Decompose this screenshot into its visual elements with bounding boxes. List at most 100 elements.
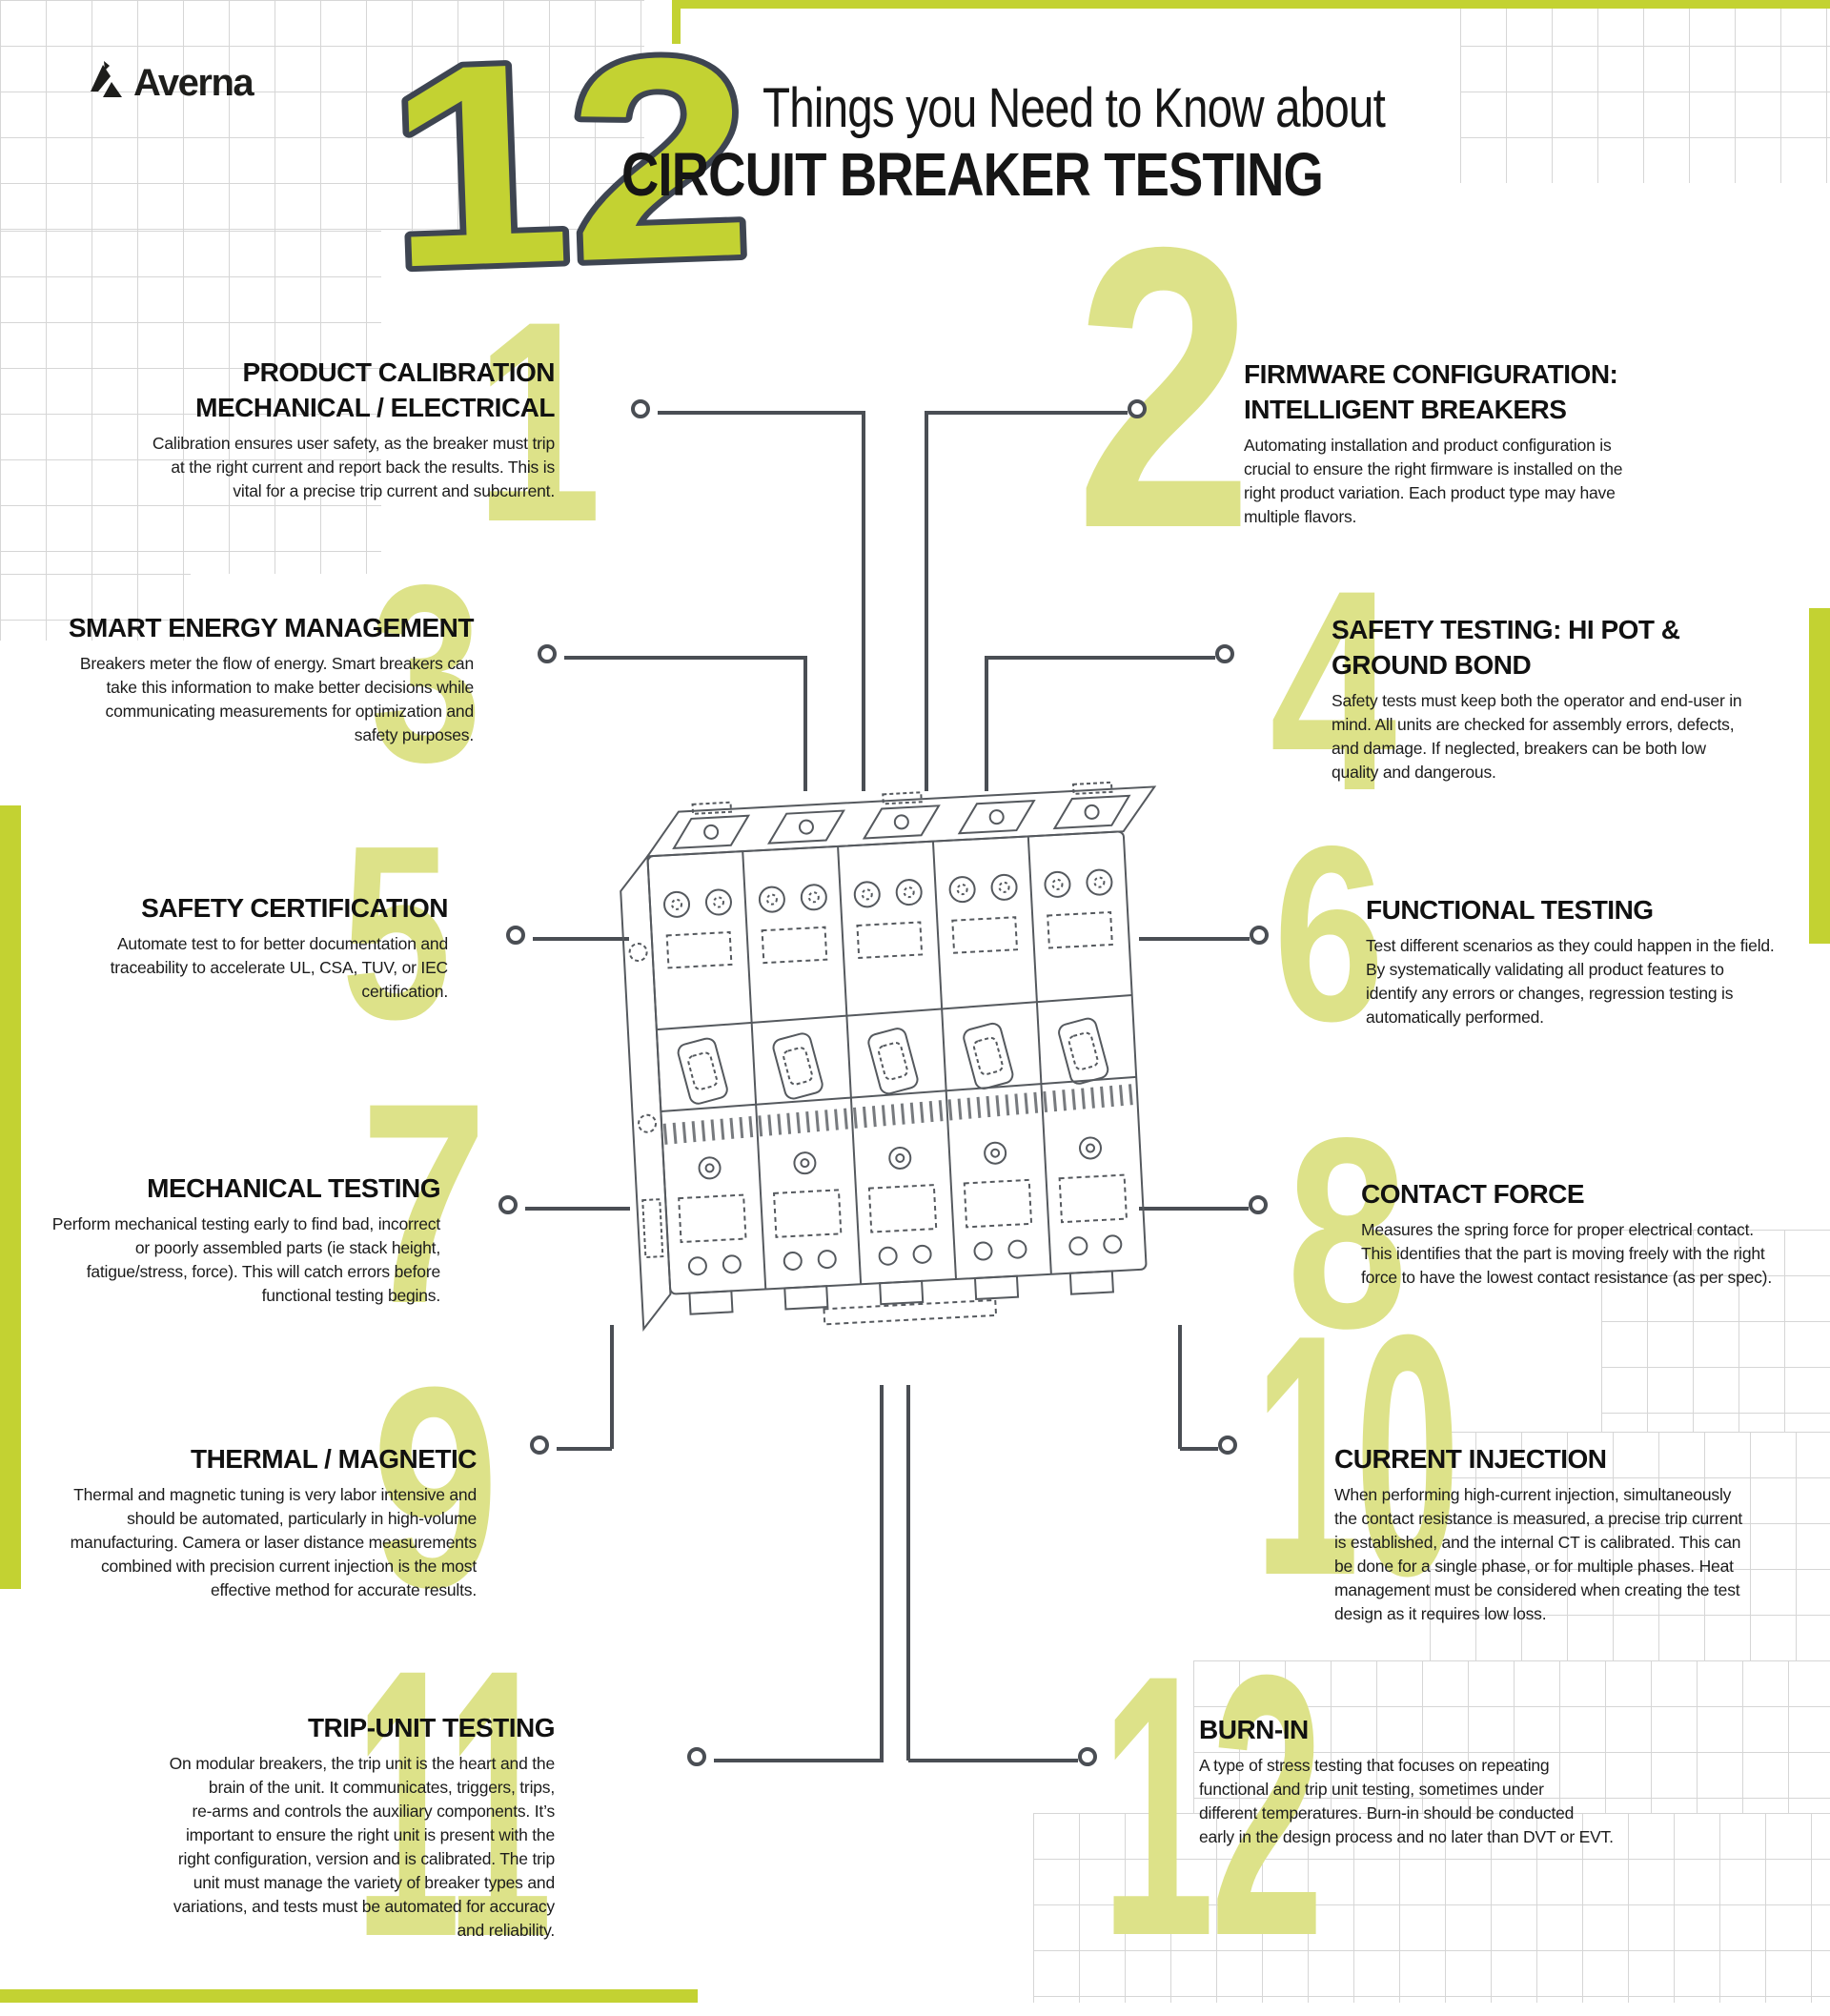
connector-line xyxy=(1139,937,1250,941)
section-body: Calibration ensures user safety, as the … xyxy=(152,434,555,500)
background-numeral-4: 4 xyxy=(1270,530,1396,850)
connector-node xyxy=(498,1195,518,1214)
connector-node xyxy=(538,644,557,663)
grid-background xyxy=(1033,1813,1830,2003)
connector-line xyxy=(525,1207,630,1211)
connector-line xyxy=(658,411,865,415)
section-title: BURN-IN xyxy=(1199,1715,1309,1744)
page-title-line1: Things you Need to Know about xyxy=(762,77,1386,139)
section-body: When performing high-current injection, … xyxy=(1334,1485,1743,1623)
section-2-firmware-configuration: FIRMWARE CONFIGURATION: INTELLIGENT BREA… xyxy=(1244,356,1711,529)
accent-bar-left xyxy=(0,805,21,1589)
connector-line xyxy=(985,656,1215,660)
section-6-functional-testing: FUNCTIONAL TESTING Test different scenar… xyxy=(1366,892,1830,1029)
connector-line xyxy=(1139,1207,1249,1211)
accent-bar-top-stub xyxy=(672,0,681,44)
connector-line xyxy=(926,411,1128,415)
grid-background xyxy=(0,231,381,574)
section-12-burn-in: BURN-IN A type of stress testing that fo… xyxy=(1199,1712,1647,1849)
connector-line xyxy=(714,1759,884,1762)
section-body: A type of stress testing that focuses on… xyxy=(1199,1756,1614,1846)
section-title: SMART ENERGY MANAGEMENT xyxy=(68,613,475,642)
grid-background xyxy=(0,0,644,231)
background-numeral-5: 5 xyxy=(341,795,452,1071)
section-8-contact-force: CONTACT FORCE Measures the spring force … xyxy=(1361,1176,1830,1290)
connector-node xyxy=(530,1436,549,1455)
section-1-product-calibration: PRODUCT CALIBRATION MECHANICAL / ELECTRI… xyxy=(97,355,556,503)
circuit-breaker-illustration xyxy=(572,710,1220,1392)
section-title: CURRENT INJECTION xyxy=(1334,1444,1607,1474)
page-title-line2: CIRCUIT BREAKER TESTING xyxy=(621,140,1324,209)
section-7-mechanical-testing: MECHANICAL TESTING Perform mechanical te… xyxy=(0,1171,441,1308)
connector-line xyxy=(925,411,928,791)
background-numeral-8: 8 xyxy=(1287,1082,1408,1385)
background-numeral-9: 9 xyxy=(372,1327,498,1647)
background-numeral-6: 6 xyxy=(1273,794,1385,1073)
connector-node xyxy=(1249,1195,1268,1214)
section-body: On modular breakers, the trip unit is th… xyxy=(169,1754,556,1940)
section-10-current-injection: CURRENT INJECTION When performing high-c… xyxy=(1334,1441,1811,1626)
grid-background xyxy=(1601,1230,1830,1432)
connector-line xyxy=(803,656,807,791)
section-body: Thermal and magnetic tuning is very labo… xyxy=(70,1485,478,1599)
connector-line xyxy=(564,656,805,660)
grid-background xyxy=(1193,1660,1830,1813)
section-title: TRIP-UNIT TESTING xyxy=(307,1713,556,1742)
section-9-thermal-magnetic: THERMAL / MAGNETIC Thermal and magnetic … xyxy=(19,1441,478,1602)
accent-bar-bottom xyxy=(0,1989,698,2003)
averna-logo-icon xyxy=(88,59,124,108)
connector-node xyxy=(1218,1436,1237,1455)
connector-line xyxy=(880,1385,884,1761)
connector-line xyxy=(985,656,988,791)
section-title: MECHANICAL TESTING xyxy=(147,1173,440,1203)
section-body: Automate test to for better documentatio… xyxy=(110,934,449,1001)
connector-line xyxy=(906,1385,910,1761)
background-numeral-10: 10 xyxy=(1254,1264,1460,1647)
big-number-12: 12 xyxy=(376,0,777,334)
section-5-safety-certification: SAFETY CERTIFICATION Automate test to fo… xyxy=(19,890,449,1004)
section-4-safety-testing: SAFETY TESTING: HI POT & GROUND BOND Saf… xyxy=(1332,612,1789,784)
connector-line xyxy=(1178,1325,1182,1449)
section-title: SAFETY CERTIFICATION xyxy=(141,893,448,923)
connector-line xyxy=(557,1447,612,1451)
background-numeral-12: 12 xyxy=(1101,1598,1324,2013)
background-numeral-3: 3 xyxy=(370,533,482,815)
section-body: Safety tests must keep both the operator… xyxy=(1332,691,1742,782)
connector-node xyxy=(1128,399,1147,418)
section-title: CONTACT FORCE xyxy=(1361,1179,1585,1209)
connector-line xyxy=(533,937,629,941)
grid-background xyxy=(1460,0,1830,183)
connector-line xyxy=(908,1759,1078,1762)
connector-line xyxy=(1180,1447,1218,1451)
section-title: THERMAL / MAGNETIC xyxy=(190,1444,478,1474)
grid-background xyxy=(0,574,191,641)
section-3-smart-energy-management: SMART ENERGY MANAGEMENT Breakers meter t… xyxy=(10,610,475,747)
section-title: FIRMWARE CONFIGURATION: INTELLIGENT BREA… xyxy=(1244,359,1618,424)
section-body: Test different scenarios as they could h… xyxy=(1366,936,1775,1027)
connector-node xyxy=(1215,644,1234,663)
averna-logo: Averna xyxy=(88,59,254,108)
averna-logo-wordmark: Averna xyxy=(133,62,254,104)
connector-line xyxy=(862,411,865,791)
accent-bar-top xyxy=(672,0,1830,9)
connector-node xyxy=(1250,926,1269,945)
section-body: Measures the spring force for proper ele… xyxy=(1361,1220,1772,1287)
background-numeral-11: 11 xyxy=(355,1590,552,2016)
connector-line xyxy=(610,1325,614,1449)
background-numeral-2: 2 xyxy=(1075,165,1253,612)
section-body: Automating installation and product conf… xyxy=(1244,436,1623,526)
accent-bar-right xyxy=(1809,608,1830,944)
section-body: Breakers meter the flow of energy. Smart… xyxy=(79,654,474,744)
connector-node xyxy=(631,399,650,418)
connector-node xyxy=(506,926,525,945)
section-title: FUNCTIONAL TESTING xyxy=(1366,895,1654,925)
section-11-trip-unit-testing: TRIP-UNIT TESTING On modular breakers, t… xyxy=(95,1710,556,1943)
section-body: Perform mechanical testing early to find… xyxy=(51,1214,440,1305)
section-title: PRODUCT CALIBRATION MECHANICAL / ELECTRI… xyxy=(195,357,555,422)
background-numeral-1: 1 xyxy=(475,261,601,581)
section-title: SAFETY TESTING: HI POT & GROUND BOND xyxy=(1332,615,1680,680)
connector-node xyxy=(1078,1747,1097,1766)
connector-node xyxy=(687,1747,706,1766)
svg-text:12: 12 xyxy=(382,5,755,319)
background-numeral-7: 7 xyxy=(360,1043,487,1363)
